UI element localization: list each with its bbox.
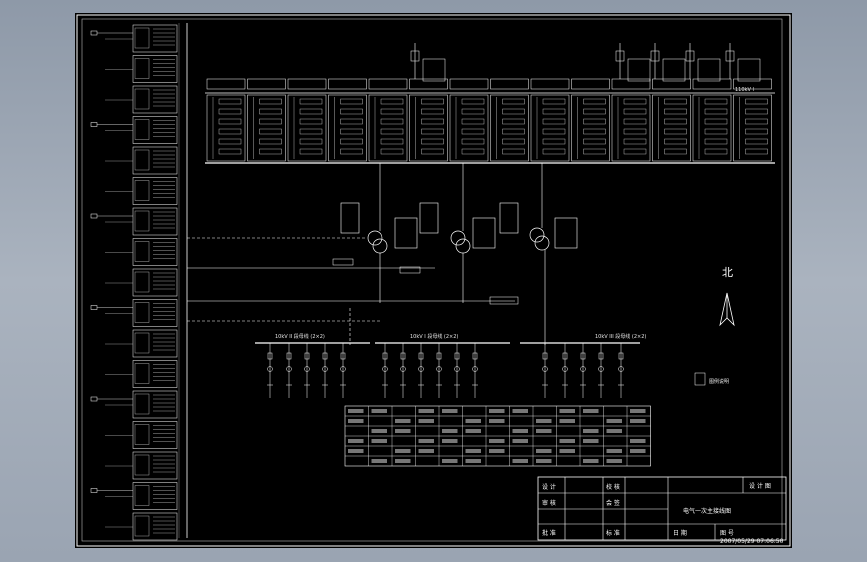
feeder-branch [418, 343, 424, 398]
feeder-branch [454, 343, 460, 398]
date-label: 日 期 [673, 529, 687, 537]
row-label-check: 校 核 [606, 483, 620, 491]
top-cabinet [733, 78, 772, 162]
legend-label: 图例说明 [709, 378, 729, 385]
top-cabinet-row [206, 78, 772, 162]
top-cabinet [206, 78, 246, 162]
hv-bus-label: 110kV I [735, 87, 754, 93]
feeder-branch [322, 343, 328, 398]
row-label-design: 设 计 [542, 483, 556, 491]
bus-label-iii: 10kV III 段母线 (2×2) [595, 333, 646, 340]
left-switchgear-column [90, 24, 178, 541]
feeder-branch [562, 343, 568, 398]
top-cabinet [490, 78, 529, 162]
top-cabinet [571, 78, 610, 162]
left-cabinet [105, 177, 178, 205]
number-label: 图 号 [720, 530, 734, 537]
feeder-branch [267, 343, 273, 398]
bus-label-i: 10kV I 段母线 (2×2) [410, 333, 458, 340]
top-cabinet [247, 78, 286, 162]
left-cabinet [105, 451, 178, 480]
top-cabinet [530, 78, 570, 162]
top-cabinet [692, 78, 732, 162]
feeder-branch [598, 343, 604, 398]
left-cabinet [90, 207, 178, 236]
left-cabinet [105, 146, 178, 175]
feeder-branch [436, 343, 442, 398]
row-label-review: 审 核 [542, 499, 556, 507]
single-line-diagram: 110kV I [76, 14, 791, 547]
feeder-branch [400, 343, 406, 398]
top-cabinet [611, 78, 651, 162]
feeder-branch [340, 343, 346, 398]
top-cabinet [328, 78, 367, 162]
feeder-branch [618, 343, 624, 398]
left-cabinet [90, 299, 178, 327]
row-label-approve: 批 准 [542, 529, 556, 537]
title-block [537, 476, 787, 541]
left-cabinet [90, 482, 178, 510]
row-label-sign: 会 签 [606, 499, 620, 507]
feeder-branch [542, 343, 548, 398]
feeder-branch [580, 343, 586, 398]
left-cabinet [90, 24, 178, 53]
left-cabinet [105, 55, 178, 83]
inner-border [81, 18, 783, 542]
transformer-group-2 [419, 202, 496, 254]
equipment-table [344, 405, 651, 467]
legend-box [694, 372, 706, 386]
feeder-branch [472, 343, 478, 398]
drawing-border [76, 14, 791, 547]
left-cabinet [105, 238, 178, 266]
feeder-branch [304, 343, 310, 398]
north-label: 北 [722, 266, 733, 279]
transformer-group-3 [499, 202, 578, 251]
north-arrow-icon [719, 292, 735, 327]
left-cabinet [90, 116, 178, 144]
design-label: 设 计 图 [749, 482, 771, 490]
drawing-title: 电气一次主接线图 [683, 507, 731, 515]
left-cabinet [90, 390, 178, 419]
feeder-branch [382, 343, 388, 398]
timestamp-footer: 2007/05/29 07:06:50 [720, 538, 784, 545]
top-cabinet [449, 78, 489, 162]
top-cabinet [287, 78, 327, 162]
lower-feeders [267, 343, 624, 398]
top-cabinet [409, 78, 448, 162]
left-cabinet [105, 329, 178, 358]
feeder-branch [286, 343, 292, 398]
top-cabinet [652, 78, 691, 162]
drawing-sheet: 110kV I [75, 13, 792, 548]
left-cabinet [105, 512, 178, 541]
bus-label-ii: 10kV II 段母线 (2×2) [275, 333, 325, 340]
row-label-standard: 标 准 [606, 529, 620, 537]
transformer-group-1 [340, 202, 418, 254]
left-cabinet [105, 360, 178, 388]
feeder-risers [410, 43, 761, 82]
left-cabinet [105, 268, 178, 297]
left-cabinet [105, 85, 178, 114]
top-cabinet [368, 78, 408, 162]
left-cabinet [105, 421, 178, 449]
